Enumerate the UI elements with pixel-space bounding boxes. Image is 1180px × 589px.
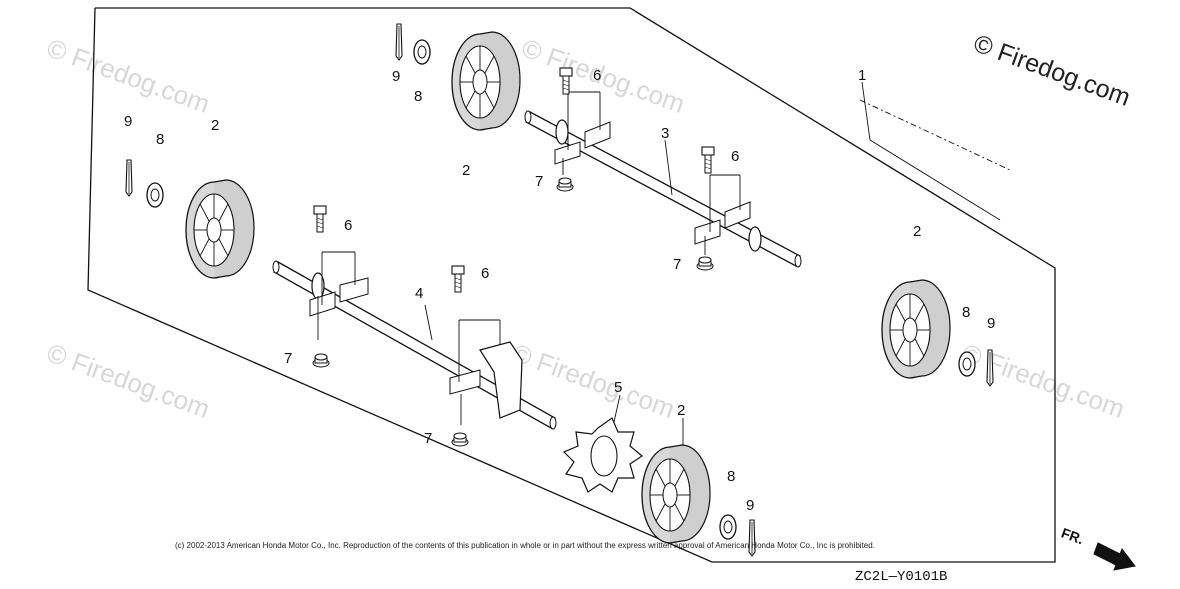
front-label: FR. <box>1059 525 1086 548</box>
wheel-left <box>185 179 255 279</box>
front-indicator: FR. <box>1059 525 1136 571</box>
cotter-pin-right <box>986 349 994 387</box>
callout-2: 2 <box>462 162 470 179</box>
callout-9: 9 <box>124 113 132 130</box>
callout-6: 6 <box>731 148 739 165</box>
axle-4 <box>272 260 557 430</box>
washer-left <box>146 182 164 208</box>
bolt-b <box>701 146 715 174</box>
callout-6: 6 <box>593 67 601 84</box>
copyright-text: (c) 2002-2013 American Honda Motor Co., … <box>175 541 875 550</box>
bolt-d <box>451 265 465 293</box>
watermark-faint: © Firedog.com <box>518 32 689 119</box>
frame-outline <box>87 7 1056 563</box>
callout-9: 9 <box>392 68 400 85</box>
cotter-pin-left <box>125 159 133 197</box>
callout-4: 4 <box>415 285 423 302</box>
diagram-code: ZC2L—Y0101B <box>855 569 947 585</box>
wheel-right <box>881 279 951 379</box>
callout-9: 9 <box>987 315 995 332</box>
hub-star-bore <box>590 435 618 477</box>
wheel-bottom <box>641 444 711 544</box>
callout-8: 8 <box>156 131 164 148</box>
callout-7: 7 <box>284 350 292 367</box>
watermark-main: © Firedog.com <box>970 29 1134 112</box>
cotter-pin-bottom <box>748 519 756 557</box>
callout-9: 9 <box>746 497 754 514</box>
callout-8: 8 <box>962 304 970 321</box>
callout-5: 5 <box>614 379 622 396</box>
callout-7: 7 <box>673 256 681 273</box>
reference-line <box>859 99 1011 171</box>
nut-c <box>312 353 330 368</box>
callout-6: 6 <box>481 265 489 282</box>
leader-lines <box>317 81 1001 450</box>
callout-7: 7 <box>535 173 543 190</box>
wheel-top <box>451 31 521 131</box>
washer-top <box>413 39 431 65</box>
callout-2: 2 <box>913 223 921 240</box>
axle-3 <box>524 110 802 268</box>
nut-a <box>556 177 574 192</box>
bolt-a <box>559 67 573 95</box>
watermark-faint: © Firedog.com <box>958 337 1129 424</box>
nut-d <box>451 432 469 447</box>
cotter-pin-top <box>395 23 403 61</box>
watermark-faint: © Firedog.com <box>43 337 214 424</box>
nut-b <box>696 256 714 271</box>
callout-labels: 1 2 2 2 2 3 4 5 6 6 6 6 7 7 7 7 8 8 8 8 … <box>124 67 995 514</box>
callout-3: 3 <box>661 125 669 142</box>
callout-2: 2 <box>211 117 219 134</box>
watermark-faint: © Firedog.com <box>43 32 214 119</box>
callout-1: 1 <box>858 67 866 84</box>
callout-8: 8 <box>414 88 422 105</box>
callout-7: 7 <box>424 430 432 447</box>
washer-bottom <box>719 514 737 540</box>
callout-6: 6 <box>344 217 352 234</box>
washer-right <box>958 351 976 377</box>
front-arrow-icon <box>1093 542 1136 571</box>
bolt-c <box>313 205 327 233</box>
callout-8: 8 <box>727 468 735 485</box>
callout-2: 2 <box>677 402 685 419</box>
